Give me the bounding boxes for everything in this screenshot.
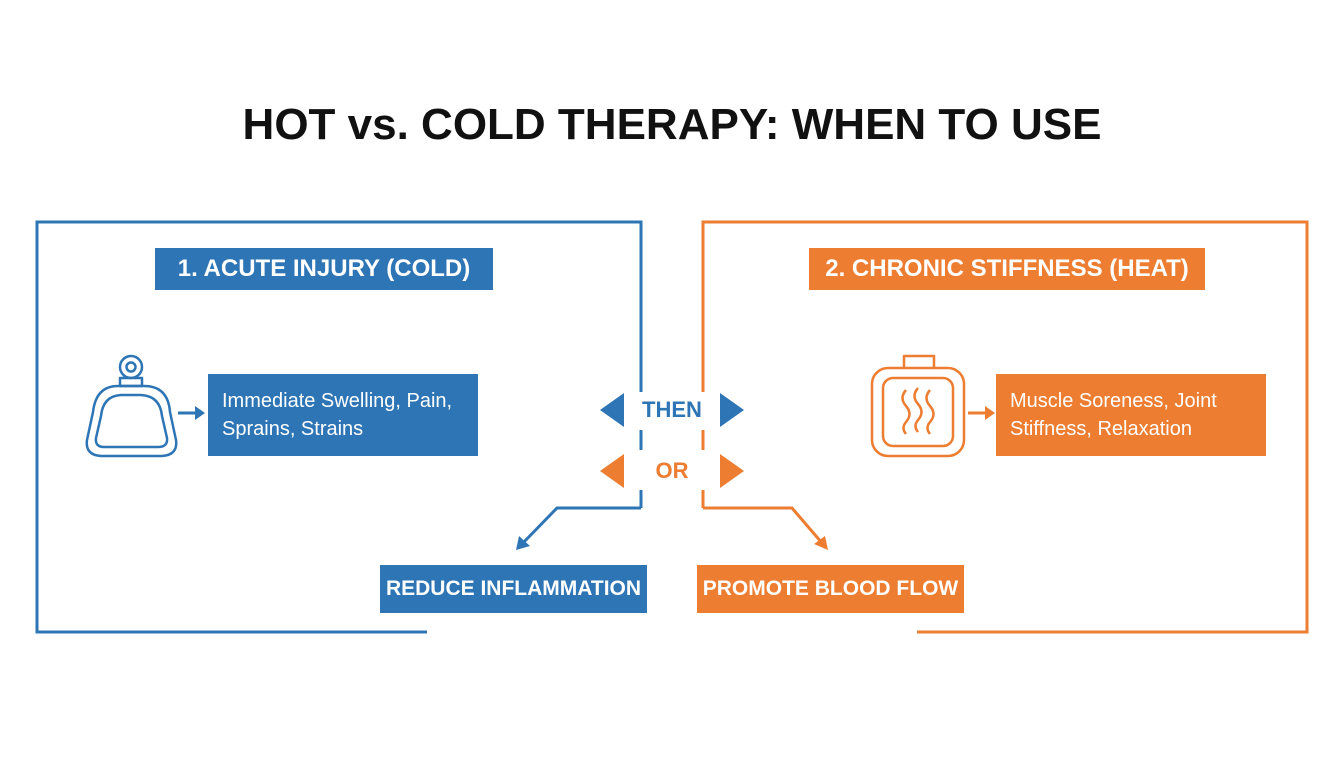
or-label: OR [655,458,689,483]
heat-panel-frame [701,220,1309,634]
cold-header: 1. ACUTE INJURY (COLD) [155,248,493,290]
page-title: HOT vs. COLD THERAPY: WHEN TO USE [242,100,1102,149]
cold-uses-line-2: Sprains, Strains [222,418,364,440]
or-left-arrow [600,454,624,488]
heat-uses-line-2: Stiffness, Relaxation [1010,418,1192,440]
heat-uses-line-1: Muscle Soreness, Joint [1010,390,1217,412]
cold-outcome: REDUCE INFLAMMATION [380,565,647,613]
then-label: THEN [642,397,702,422]
then-right-arrow [720,393,744,427]
cold-panel-frame [35,220,643,634]
heat-uses-box: Muscle Soreness, Joint Stiffness, Relaxa… [996,374,1266,456]
heat-header: 2. CHRONIC STIFFNESS (HEAT) [809,248,1205,290]
heat-outcome: PROMOTE BLOOD FLOW [697,565,964,613]
ice-pack-icon [85,354,178,458]
cold-outcome-label: REDUCE INFLAMMATION [385,577,642,600]
cold-outcome-arrowhead [516,536,530,550]
heat-outcome-connector [703,506,824,544]
heat-header-label: 2. CHRONIC STIFFNESS (HEAT) [825,255,1189,282]
cold-uses-box: Immediate Swelling, Pain, Sprains, Strai… [208,374,478,456]
heat-pack-icon [870,354,966,458]
heat-arrow-head [985,406,995,420]
cold-outcome-connector [520,506,641,546]
cold-uses-line-1: Immediate Swelling, Pain, [222,390,453,412]
cold-header-label: 1. ACUTE INJURY (COLD) [177,255,471,282]
then-left-arrow [600,393,624,427]
heat-outcome-arrowhead [814,536,828,550]
cold-arrow-head [195,406,205,420]
heat-outcome-label: PROMOTE BLOOD FLOW [702,577,959,600]
or-right-arrow [720,454,744,488]
